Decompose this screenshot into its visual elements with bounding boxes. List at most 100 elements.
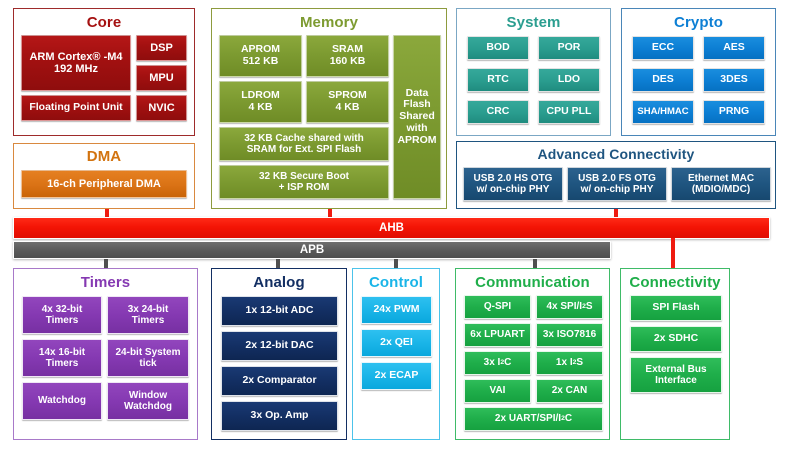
panel-title-timers: Timers	[80, 274, 131, 291]
ldrom-line1: LDROM	[241, 89, 280, 102]
data-flash-line5: APROM	[397, 133, 437, 146]
panel-control: Control 24x PWM 2x QEI 2x ECAP	[352, 268, 440, 440]
block-qei: 2x QEI	[361, 329, 432, 357]
panel-title-control: Control	[368, 274, 424, 291]
block-bod: BOD	[467, 36, 529, 60]
sram-line2: 160 KB	[329, 55, 366, 67]
systick-line1: 24-bit System	[115, 346, 181, 358]
secure-boot-line1: 32 KB Secure Boot	[258, 170, 350, 182]
connector-memory-to-ahb	[328, 209, 332, 219]
i2s-pre: 1x I	[555, 357, 573, 369]
panel-analog: Analog 1x 12-bit ADC 2x 12-bit DAC 2x Co…	[211, 268, 347, 440]
uart-spi-i2c-post: C	[564, 413, 573, 425]
ebi-line2: Interface	[655, 375, 697, 386]
cache-line2: SRAM for Ext. SPI Flash	[246, 144, 362, 155]
sprom-line1: SPROM	[328, 89, 367, 102]
block-dsp: DSP	[136, 35, 187, 61]
cpu-line1: ARM Cortex® -M4	[29, 50, 123, 63]
panel-connectivity: Connectivity SPI Flash 2x SDHC External …	[620, 268, 730, 440]
ethernet-line2: (MDIO/MDC)	[691, 184, 751, 195]
block-rtc: RTC	[467, 68, 529, 92]
block-aprom: APROM 512 KB	[219, 35, 302, 77]
window-watchdog-line1: Window	[128, 389, 168, 401]
block-arm-cortex-m4: ARM Cortex® -M4 192 MHz	[21, 35, 131, 91]
aprom-line2: 512 KB	[242, 55, 279, 67]
usb-fs-line1: USB 2.0 FS OTG	[578, 172, 656, 184]
block-usb-hs-otg: USB 2.0 HS OTG w/ on-chip PHY	[463, 167, 563, 201]
panel-dma: DMA 16-ch Peripheral DMA	[13, 143, 195, 209]
t32-line1: 4x 32-bit	[41, 303, 83, 315]
block-cpu-pll: CPU PLL	[538, 100, 600, 124]
block-can: 2x CAN	[536, 379, 603, 403]
block-des: DES	[632, 68, 694, 92]
connector-apb-to-analog	[276, 259, 280, 269]
block-por: POR	[538, 36, 600, 60]
t24-line2: Timers	[131, 315, 165, 326]
connector-ahb-to-connectivity	[671, 238, 675, 269]
block-sdhc: 2x SDHC	[630, 326, 722, 352]
panel-system: System BOD POR RTC LDO CRC CPU PLL	[456, 8, 611, 136]
block-peripheral-dma: 16-ch Peripheral DMA	[21, 170, 187, 198]
panel-crypto: Crypto ECC AES DES 3DES SHA/HMAC PRNG	[621, 8, 776, 136]
secure-boot-line2: + ISP ROM	[278, 182, 330, 193]
block-aes: AES	[703, 36, 765, 60]
block-ldo: LDO	[538, 68, 600, 92]
panel-title-system: System	[506, 14, 561, 31]
t24-line1: 3x 24-bit	[127, 303, 169, 315]
block-data-flash: Data Flash Shared with APROM	[393, 35, 441, 199]
panel-core: Core ARM Cortex® -M4 192 MHz DSP MPU Flo…	[13, 8, 195, 136]
block-crc: CRC	[467, 100, 529, 124]
block-window-watchdog: Window Watchdog	[107, 382, 189, 420]
ldrom-line2: 4 KB	[248, 101, 273, 113]
block-qspi: Q-SPI	[464, 295, 531, 319]
block-systick: 24-bit System tick	[107, 339, 189, 377]
block-prng: PRNG	[703, 100, 765, 124]
ebi-line1: External Bus	[645, 363, 707, 375]
i2c-post: C	[504, 357, 512, 369]
data-flash-line2: Flash	[403, 98, 431, 111]
block-watchdog: Watchdog	[22, 382, 102, 420]
panel-title-communication: Communication	[475, 274, 590, 291]
i2s-post: S	[576, 357, 584, 369]
block-sprom: SPROM 4 KB	[306, 81, 389, 123]
block-mpu: MPU	[136, 65, 187, 91]
panel-title-analog: Analog	[253, 274, 305, 291]
ethernet-line1: Ethernet MAC	[687, 172, 755, 184]
block-3x-24bit-timers: 3x 24-bit Timers	[107, 296, 189, 334]
panel-title-dma: DMA	[86, 148, 122, 165]
block-4x-32bit-timers: 4x 32-bit Timers	[22, 296, 102, 334]
block-comparator: 2x Comparator	[221, 366, 338, 396]
panel-timers: Timers 4x 32-bit Timers 3x 24-bit Timers…	[13, 268, 198, 440]
t16-line2: Timers	[45, 358, 79, 369]
sprom-line2: 4 KB	[335, 101, 360, 113]
block-14x-16bit-timers: 14x 16-bit Timers	[22, 339, 102, 377]
block-ecap: 2x ECAP	[361, 362, 432, 390]
block-pwm: 24x PWM	[361, 296, 432, 324]
data-flash-line3: Shared	[399, 110, 435, 123]
block-cache: 32 KB Cache shared with SRAM for Ext. SP…	[219, 127, 389, 161]
block-iso7816: 3x ISO7816	[536, 323, 603, 347]
block-op-amp: 3x Op. Amp	[221, 401, 338, 431]
usb-hs-line2: w/ on-chip PHY	[476, 184, 550, 195]
panel-title-core: Core	[86, 14, 122, 31]
t16-line1: 14x 16-bit	[38, 346, 86, 358]
panel-memory: Memory APROM 512 KB SRAM 160 KB LDROM 4 …	[211, 8, 447, 209]
block-sha-hmac: SHA/HMAC	[632, 100, 694, 124]
block-sram: SRAM 160 KB	[306, 35, 389, 77]
connector-apb-to-control	[394, 259, 398, 269]
block-ecc: ECC	[632, 36, 694, 60]
aprom-line1: APROM	[240, 43, 281, 56]
block-secure-boot: 32 KB Secure Boot + ISP ROM	[219, 165, 389, 199]
data-flash-line1: Data	[405, 86, 429, 99]
i2c-pre: 3x I	[483, 357, 501, 369]
panel-title-memory: Memory	[299, 14, 359, 31]
cpu-line2: 192 MHz	[53, 63, 99, 75]
block-floating-point-unit: Floating Point Unit	[21, 95, 131, 121]
systick-line2: tick	[139, 358, 157, 369]
block-external-bus-interface: External Bus Interface	[630, 357, 722, 393]
bus-apb: APB	[13, 241, 611, 259]
